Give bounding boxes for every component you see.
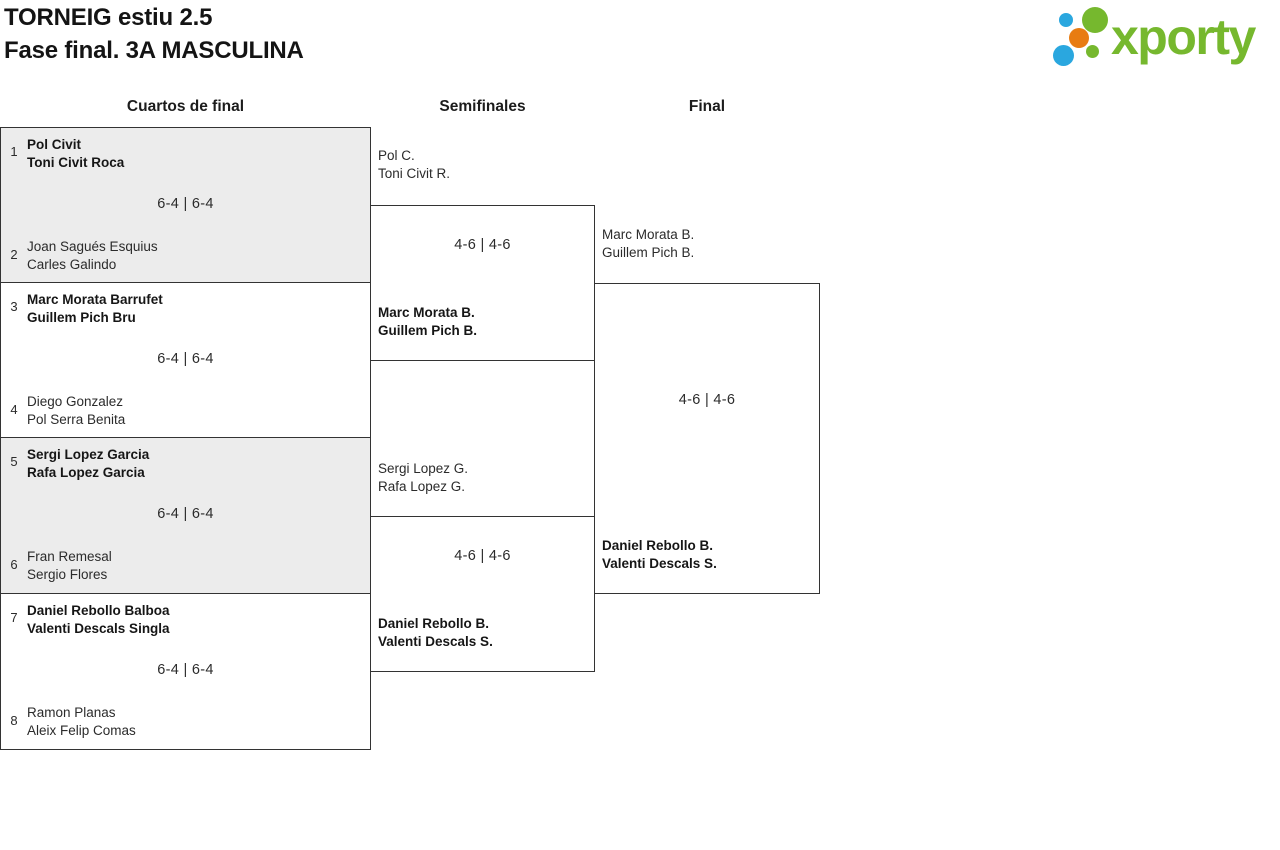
team-pair: Marc Morata B. Guillem Pich B.	[378, 304, 477, 339]
player-name: Guillem Pich B.	[378, 322, 478, 338]
player-name: Pol Civit	[27, 137, 82, 152]
logo-dot-icon	[1086, 45, 1099, 58]
match-score: 4-6 | 4-6	[678, 392, 736, 408]
team-pair: Daniel Rebollo Balboa Valenti Descals Si…	[27, 602, 170, 637]
player-name: Toni Civit R.	[378, 165, 451, 181]
team-pair: Pol C. Toni Civit R.	[378, 147, 450, 182]
player-name: Sergi Lopez G.	[378, 461, 469, 476]
team-pair: Marc Morata Barrufet Guillem Pich Bru	[27, 291, 163, 326]
seed-number: 7	[10, 610, 18, 625]
player-name: Valenti Descals S.	[602, 555, 717, 571]
player-name: Valenti Descals Singla	[27, 620, 170, 636]
team-pair: Sergi Lopez Garcia Rafa Lopez Garcia	[27, 446, 149, 481]
seed-number: 2	[10, 247, 18, 262]
player-name: Sergi Lopez Garcia	[27, 447, 150, 462]
player-name: Toni Civit Roca	[27, 154, 125, 170]
team-pair: Marc Morata B. Guillem Pich B.	[602, 226, 694, 261]
match-semifinal-2: 4-6 | 4-6	[370, 516, 595, 672]
player-name: Fran Remesal	[27, 549, 112, 564]
team-pair: Ramon Planas Aleix Felip Comas	[27, 704, 136, 739]
player-name: Pol Serra Benita	[27, 411, 126, 427]
logo-dot-icon	[1082, 7, 1108, 33]
player-name: Rafa Lopez G.	[378, 478, 466, 494]
player-name: Rafa Lopez Garcia	[27, 464, 145, 480]
team-pair: Sergi Lopez G. Rafa Lopez G.	[378, 460, 468, 495]
player-name: Carles Galindo	[27, 256, 117, 272]
team-pair-champion: Daniel Rebollo B. Valenti Descals S.	[602, 537, 717, 572]
player-name: Joan Sagués Esquius	[27, 239, 158, 254]
player-name: Diego Gonzalez	[27, 394, 124, 409]
match-score: 4-6 | 4-6	[454, 237, 511, 253]
seed-number: 3	[10, 299, 18, 314]
player-name: Marc Morata Barrufet	[27, 292, 163, 307]
player-name: Marc Morata B.	[378, 305, 475, 320]
round-header-semifinals: Semifinales	[439, 98, 526, 115]
seed-number: 1	[10, 144, 18, 159]
match-quarterfinal-4: 7 Daniel Rebollo Balboa Valenti Descals …	[0, 594, 371, 750]
match-score: 4-6 | 4-6	[454, 548, 511, 564]
player-name: Pol C.	[378, 148, 415, 163]
tournament-name: TORNEIG estiu 2.5	[4, 4, 213, 31]
match-score: 6-4 | 6-4	[157, 662, 214, 678]
match-quarterfinal-2: 3 Marc Morata Barrufet Guillem Pich Bru …	[0, 283, 371, 438]
seed-number: 5	[10, 454, 18, 469]
phase-name: Fase final. 3A MASCULINA	[4, 37, 304, 64]
team-pair: Fran Remesal Sergio Flores	[27, 548, 112, 583]
match-final: 4-6 | 4-6	[594, 283, 820, 594]
team-pair: Daniel Rebollo B. Valenti Descals S.	[378, 615, 493, 650]
player-name: Daniel Rebollo B.	[602, 538, 714, 553]
logo-dot-icon	[1069, 28, 1089, 48]
player-name: Guillem Pich B.	[602, 244, 695, 260]
round-header-quarterfinals: Cuartos de final	[126, 98, 245, 115]
xporty-wordmark: xporty	[1111, 9, 1256, 65]
team-pair: Diego Gonzalez Pol Serra Benita	[27, 393, 125, 428]
team-pair: Joan Sagués Esquius Carles Galindo	[27, 238, 158, 273]
player-name: Valenti Descals S.	[378, 633, 493, 649]
round-header-final: Final	[688, 98, 726, 115]
seed-number: 8	[10, 713, 18, 728]
player-name: Aleix Felip Comas	[27, 722, 136, 738]
xporty-logo[interactable]: xporty	[1050, 4, 1278, 68]
logo-dot-icon	[1059, 13, 1073, 27]
seed-number: 6	[10, 557, 18, 572]
player-name: Marc Morata B.	[602, 227, 695, 242]
match-score: 6-4 | 6-4	[157, 506, 214, 522]
seed-number: 4	[10, 402, 18, 417]
player-name: Ramon Planas	[27, 705, 116, 720]
match-quarterfinal-1: 1 Pol Civit Toni Civit Roca 6-4 | 6-4 2 …	[0, 127, 371, 283]
team-pair: Pol Civit Toni Civit Roca	[27, 136, 124, 171]
player-name: Guillem Pich Bru	[27, 309, 136, 325]
match-score: 6-4 | 6-4	[157, 351, 214, 367]
player-name: Sergio Flores	[27, 566, 108, 582]
player-name: Daniel Rebollo B.	[378, 616, 490, 631]
page-title: TORNEIG estiu 2.5 Fase final. 3A MASCULI…	[4, 1, 304, 67]
match-quarterfinal-3: 5 Sergi Lopez Garcia Rafa Lopez Garcia 6…	[0, 438, 371, 594]
match-score: 6-4 | 6-4	[157, 196, 214, 212]
logo-dot-icon	[1053, 45, 1074, 66]
player-name: Daniel Rebollo Balboa	[27, 603, 170, 618]
